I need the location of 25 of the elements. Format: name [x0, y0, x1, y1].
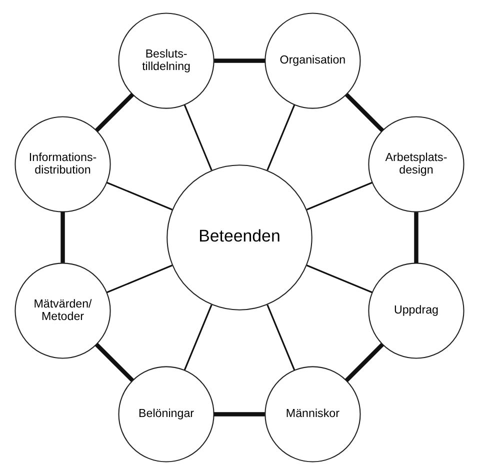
node-circle: Besluts- tilldelning — [118, 12, 214, 108]
connector — [414, 212, 418, 263]
node-circle: Beteenden — [166, 164, 312, 310]
connector — [183, 104, 212, 170]
connector — [106, 264, 172, 293]
connector — [306, 264, 372, 293]
connector — [306, 181, 372, 210]
node-circle: Belöningar — [118, 366, 214, 462]
node-circle: Människor — [264, 366, 360, 462]
connector — [266, 304, 295, 370]
node-circle: Mätvärden/ Metoder — [14, 262, 110, 358]
connector — [266, 104, 295, 170]
connector — [214, 58, 265, 62]
connector — [94, 342, 134, 382]
connector — [106, 181, 172, 210]
connector — [183, 304, 212, 370]
node-circle: Arbetsplats- design — [368, 116, 464, 212]
node-circle: Informations- distribution — [14, 116, 110, 212]
connector — [344, 342, 384, 382]
node-circle: Organisation — [264, 12, 360, 108]
connector — [94, 92, 134, 132]
connector — [60, 211, 64, 262]
node-circle: Uppdrag — [368, 262, 464, 358]
connector — [344, 92, 384, 132]
connector — [213, 412, 264, 416]
